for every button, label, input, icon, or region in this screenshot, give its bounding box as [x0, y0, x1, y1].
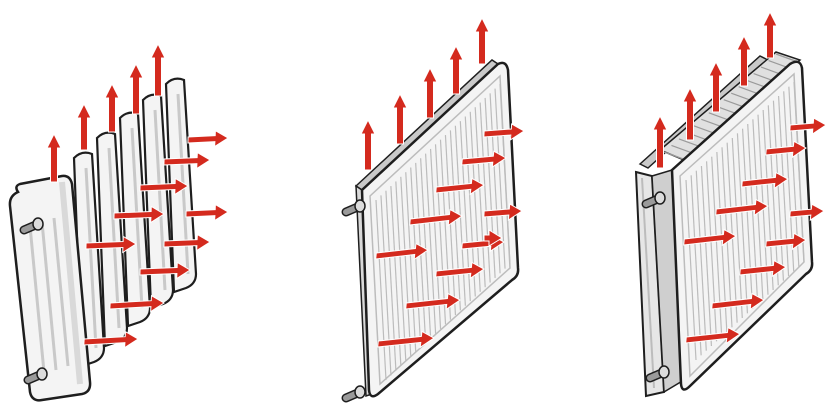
heat-rising-arrow-icon	[77, 104, 91, 150]
heat-radiating-arrow-icon	[188, 131, 228, 147]
radiator-sections	[74, 79, 196, 366]
heat-rising-arrow-icon	[47, 134, 61, 182]
heat-rising-arrow-icon	[423, 68, 437, 118]
heat-rising-arrow-icon	[763, 12, 777, 58]
heat-rising-arrow-icon	[475, 18, 489, 64]
heat-rising-arrow-icon	[361, 120, 375, 170]
sectional-radiator	[10, 79, 196, 401]
pipe-connector-icon	[346, 386, 365, 398]
pipe-connector-icon	[346, 200, 365, 212]
heat-rising-arrow-icon	[449, 46, 463, 94]
heat-rising-arrow-icon	[129, 64, 143, 114]
double-panel-radiator	[636, 52, 812, 396]
heat-rising-arrow-icon	[393, 94, 407, 144]
heat-rising-arrow-icon	[151, 44, 165, 96]
heat-rising-arrow-icon	[105, 84, 119, 132]
